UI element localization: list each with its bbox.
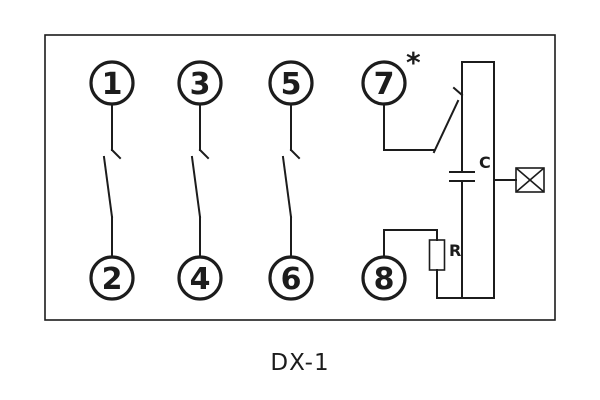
terminal-circle [177,255,223,301]
terminal-6: 6 [268,255,314,301]
terminal-circle [177,60,223,106]
diagram-caption: DX-1 [270,350,329,376]
terminal-circle [89,60,135,106]
coil-symbol [493,167,545,193]
contact-tick [289,148,301,160]
coil-x-stroke [515,167,545,193]
coil-box [515,167,545,193]
coil-circuit: C R [383,61,545,299]
terminal-3: 3 [177,60,223,106]
terminal-2: 2 [89,255,135,301]
terminal-number: 8 [374,262,395,297]
terminal-circle [361,60,407,106]
outer-frame [44,34,556,321]
resistor-label: R [449,241,461,260]
blade-line [190,155,202,219]
terminal-7: 7 * [361,46,421,106]
terminal-number: 3 [190,67,211,102]
contact-tick [452,86,464,97]
terminal-number: 4 [190,262,211,297]
capacitor-label: C [479,153,491,172]
blade-line [432,99,460,154]
terminal-number: 5 [281,67,302,102]
blade-line [281,155,293,219]
terminal-4: 4 [177,255,223,301]
terminal-circle [361,255,407,301]
switch-contact-3-4 [190,103,210,258]
terminal-number: 1 [102,67,123,102]
terminal-circle [268,60,314,106]
resistor-symbol [428,239,446,271]
switch-contact-1-2 [102,103,122,258]
terminal-number: 6 [281,262,302,297]
terminal-5: 5 [268,60,314,106]
terminal-8: 8 [361,255,407,301]
terminal7-lead [383,103,435,151]
terminal8-lead [383,229,438,258]
terminal-number: 2 [102,262,123,297]
switch-contact-5-6 [281,103,301,258]
capacitor-symbol [449,171,475,182]
terminal-circle [89,255,135,301]
terminal-circle [268,255,314,301]
contact-tick [110,148,122,160]
blade-line [102,155,114,219]
asterisk-mark: * [406,46,421,79]
terminal-number: 7 [374,67,395,102]
contact-tick [198,148,210,160]
terminal-1: 1 [89,60,135,106]
